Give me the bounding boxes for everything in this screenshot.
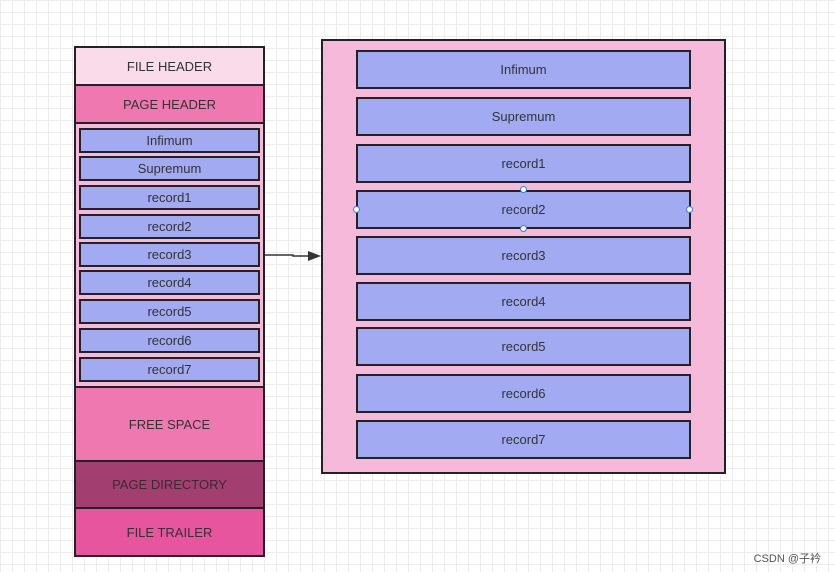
connector-arrow[interactable] [260,246,326,266]
right-record-3[interactable]: record3 [356,236,691,275]
left-record-supremum[interactable]: Supremum [79,156,260,181]
selection-handle-top[interactable] [520,186,527,193]
free-space-section[interactable]: FREE SPACE [74,386,265,462]
right-record-1[interactable]: record1 [356,144,691,183]
arrow-head [308,251,321,261]
right-record-2-selected[interactable]: record2 [356,190,691,229]
file-header-section[interactable]: FILE HEADER [74,46,265,86]
page-directory-section[interactable]: PAGE DIRECTORY [74,460,265,509]
left-record-4[interactable]: record4 [79,270,260,295]
file-trailer-section[interactable]: FILE TRAILER [74,507,265,557]
connector-line [265,254,308,257]
left-record-2[interactable]: record2 [79,214,260,239]
right-record-4[interactable]: record4 [356,282,691,321]
left-record-7[interactable]: record7 [79,357,260,382]
left-record-3[interactable]: record3 [79,242,260,267]
right-record-7[interactable]: record7 [356,420,691,459]
left-record-1[interactable]: record1 [79,185,260,210]
right-record-infimum[interactable]: Infimum [356,50,691,89]
page-header-section[interactable]: PAGE HEADER [74,84,265,124]
right-record-supremum[interactable]: Supremum [356,97,691,136]
selection-handle-right[interactable] [686,206,693,213]
selection-handle-bottom[interactable] [520,225,527,232]
left-record-infimum[interactable]: Infimum [79,128,260,153]
right-record-5[interactable]: record5 [356,327,691,366]
left-record-6[interactable]: record6 [79,328,260,353]
selection-handle-left[interactable] [353,206,360,213]
right-record-6[interactable]: record6 [356,374,691,413]
watermark-text: CSDN @子衿 [753,553,821,565]
left-record-5[interactable]: record5 [79,299,260,324]
